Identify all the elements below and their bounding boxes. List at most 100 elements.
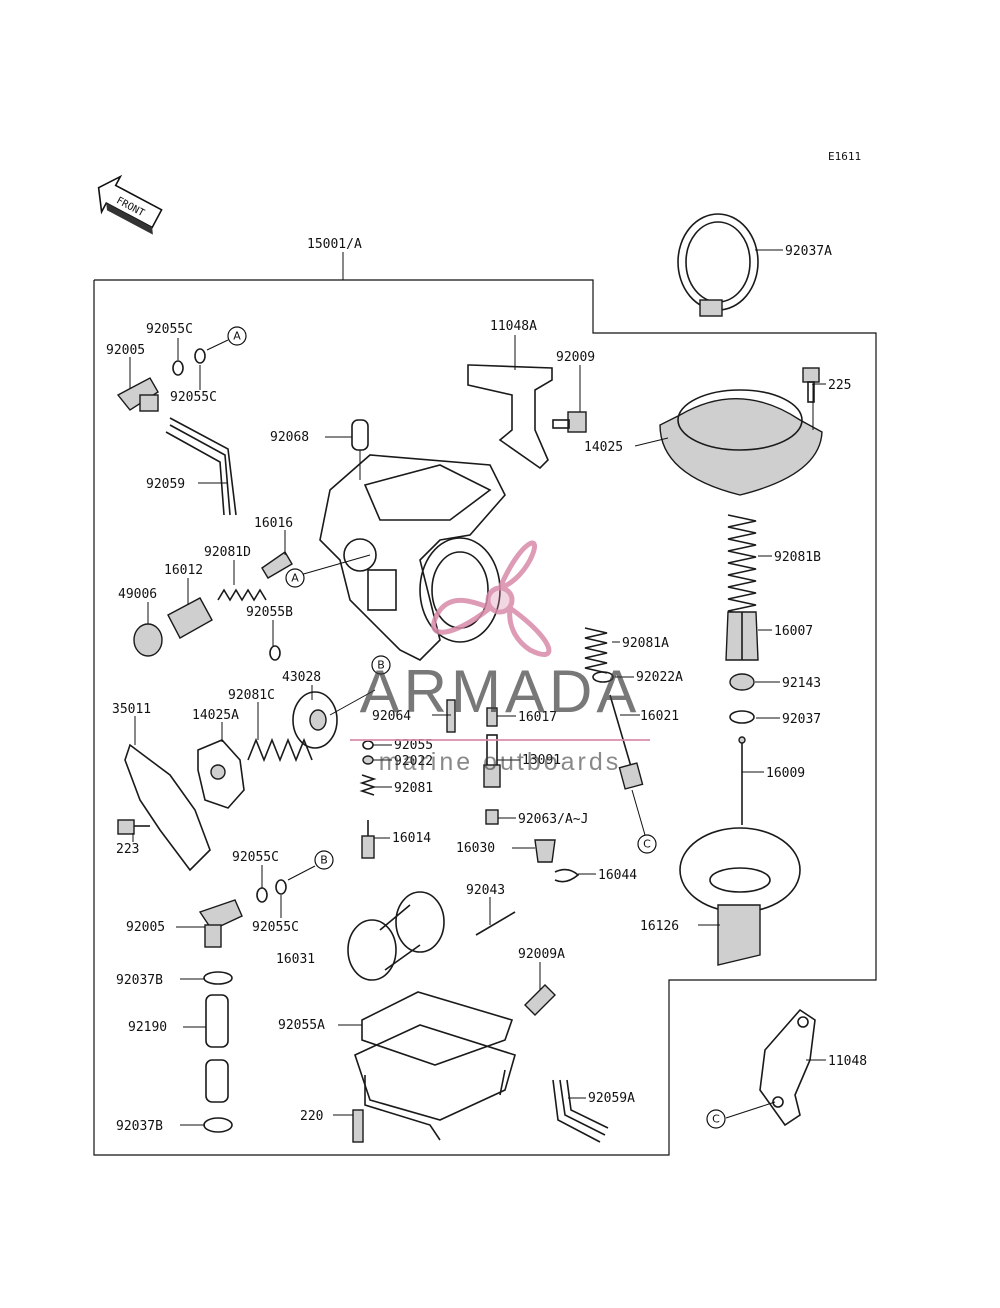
part-label: 92055A xyxy=(278,1018,325,1033)
part-label: 223 xyxy=(116,842,139,857)
ref-marker: A xyxy=(285,568,305,588)
part-label: 92055 xyxy=(394,738,433,753)
assembly-frame xyxy=(93,252,877,1156)
part-label: 92143 xyxy=(782,676,821,691)
part-label: 92081A xyxy=(622,636,669,651)
part-label: 16021 xyxy=(640,709,679,724)
bracket-top-drawing xyxy=(467,364,553,470)
washer-92022a-drawing xyxy=(592,671,614,683)
part-label: 220 xyxy=(300,1109,323,1124)
part-labels: 92037A 11048A 92009 225 14025 92081B 160… xyxy=(106,244,867,1134)
spring-92081-drawing xyxy=(359,774,377,796)
clamp-band-drawing xyxy=(677,213,759,317)
part-label: 16007 xyxy=(774,624,813,639)
top-cover-drawing xyxy=(659,389,823,496)
svg-text:B: B xyxy=(320,854,328,867)
screw-220-drawing xyxy=(352,1109,364,1143)
screw-92009a-drawing xyxy=(524,984,556,1016)
propeller-logo-icon xyxy=(431,540,552,657)
part-16016-drawing xyxy=(261,550,293,579)
part-label: 16016 xyxy=(254,516,293,531)
part-label: 92081C xyxy=(228,688,275,703)
svg-text:A: A xyxy=(291,572,299,585)
part-label: 92009 xyxy=(556,350,595,365)
leader-lines xyxy=(129,249,826,1126)
part-label: 35011 xyxy=(112,702,151,717)
svg-text:A: A xyxy=(233,330,241,343)
part-label: 92059A xyxy=(588,1091,635,1106)
spring-92081a-drawing xyxy=(584,627,608,674)
screw-223-drawing xyxy=(117,819,150,835)
carburetor-body-drawing xyxy=(319,454,506,661)
part-label: 92005 xyxy=(106,343,145,358)
gasket-92055a-drawing xyxy=(361,991,514,1066)
hose-92059-drawing xyxy=(165,417,237,516)
part-16014-drawing xyxy=(361,820,375,859)
svg-text:B: B xyxy=(377,659,385,672)
plug-92068-drawing xyxy=(351,419,369,451)
part-label: 92043 xyxy=(466,883,505,898)
watermark-tagline: marine outboards xyxy=(379,748,622,776)
part-label: 16009 xyxy=(766,766,805,781)
fitting-92005-top-drawing xyxy=(116,377,159,412)
screw-92009-drawing xyxy=(552,411,587,433)
ref-marker: C xyxy=(706,1109,726,1129)
svg-text:C: C xyxy=(643,838,651,851)
pin-92043-drawing xyxy=(475,911,516,936)
part-label: 92081 xyxy=(394,781,433,796)
part-label: 16031 xyxy=(276,952,315,967)
ref-marker: A xyxy=(227,326,247,346)
clip-92037b-bottom-drawing xyxy=(203,1117,233,1133)
screw-225-drawing xyxy=(802,367,820,403)
float-bowl-drawing xyxy=(354,1024,516,1141)
needle-16009-drawing xyxy=(738,736,746,825)
front-arrow-icon: FRONT xyxy=(97,174,163,235)
part-92064-drawing xyxy=(446,699,456,733)
part-label: 43028 xyxy=(282,670,321,685)
cover-14025a-drawing xyxy=(197,739,245,809)
part-label: 225 xyxy=(828,378,851,393)
clip-92037b-top-drawing xyxy=(203,971,233,985)
diagram-code: E1611 xyxy=(828,150,861,163)
orings-top-drawing xyxy=(172,348,206,376)
hose-92190-drawing xyxy=(205,994,229,1103)
part-label: 13091 xyxy=(522,753,561,768)
spring-92081d-drawing xyxy=(217,588,267,602)
bracket-35011-drawing xyxy=(124,743,211,872)
clip-92037-drawing xyxy=(729,710,755,724)
watermark: ARMADA marine outboards xyxy=(350,540,650,776)
part-label: 92063/A~J xyxy=(518,812,588,827)
part-label: 14025A xyxy=(192,708,239,723)
part-label: 16017 xyxy=(518,710,557,725)
part-label: 92055C xyxy=(146,322,193,337)
part-label: 49006 xyxy=(118,587,157,602)
part-label: 16126 xyxy=(640,919,679,934)
part-label: 92059 xyxy=(146,477,185,492)
part-label: 16014 xyxy=(392,831,431,846)
jet-92063-drawing xyxy=(485,809,499,825)
holder-16007-drawing xyxy=(725,611,759,661)
float-16031-drawing xyxy=(347,891,445,981)
float-valve-16030-drawing xyxy=(534,839,556,863)
part-label: 92081B xyxy=(774,550,821,565)
part-label: 92068 xyxy=(270,430,309,445)
part-16017-drawing xyxy=(486,707,498,727)
part-label: 92055C xyxy=(170,390,217,405)
part-label: 14025 xyxy=(584,440,623,455)
watermark-brand: ARMADA xyxy=(360,658,641,725)
diaphragm-43028-drawing xyxy=(292,691,338,749)
part-label: 92037A xyxy=(785,244,832,259)
ref-marker: B xyxy=(314,850,334,870)
ref-marker: C xyxy=(637,834,657,854)
tube-13091-drawing xyxy=(483,734,501,788)
part-16012-drawing xyxy=(167,597,213,639)
part-label: 16030 xyxy=(456,841,495,856)
part-label: 92064 xyxy=(372,709,411,724)
oring-92055b-drawing xyxy=(269,645,281,661)
part-label: 11048A xyxy=(490,319,537,334)
part-label: 92055C xyxy=(252,920,299,935)
bracket-11048-drawing xyxy=(759,1008,816,1127)
part-label: 92022A xyxy=(636,670,683,685)
jet-16021-drawing xyxy=(609,694,644,790)
